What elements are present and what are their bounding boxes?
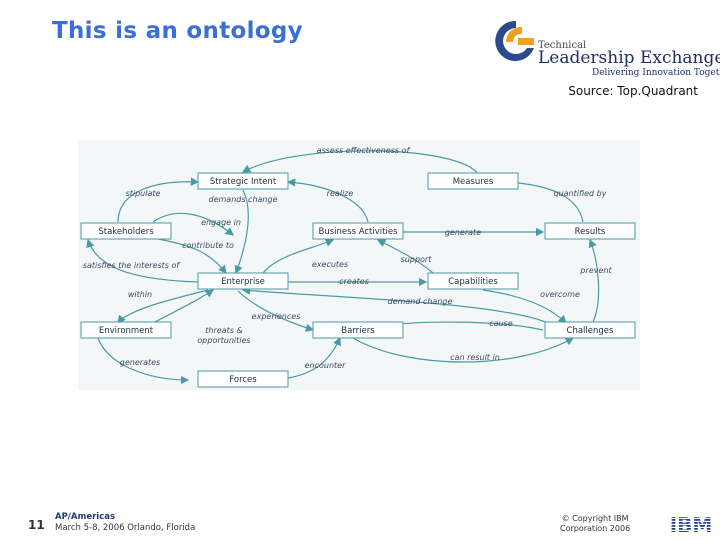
node-business-activities: Business Activities [319,227,399,237]
logo-text-tagline: Delivering Innovation Together [592,68,720,78]
edge-label-experiences: experiences [252,312,301,321]
edge-label-contribute-to: contribute to [182,241,234,250]
node-stakeholders: Stakeholders [98,227,154,237]
edge-label-quantified-by: quantified by [553,189,606,198]
edge-label-cause: cause [489,319,513,328]
node-forces: Forces [229,375,257,385]
node-measures: Measures [453,177,494,187]
edge-label-creates: creates [339,277,369,286]
edge-label-can-result-in: can result in [450,353,500,362]
node-enterprise: Enterprise [221,277,265,287]
node-barriers: Barriers [341,326,375,336]
ibm-logo: IBM [670,513,713,535]
node-results: Results [575,227,606,237]
edge-label-generate: generate [445,228,481,237]
edge-label-within: within [128,290,152,299]
edge-label-demand-change: demand change [388,297,453,306]
edge-label-overcome: overcome [540,290,580,299]
edge-label-realize: realize [327,189,354,198]
ontology-diagram: assess effectiveness of stipulate demand… [78,140,640,390]
logo-text-technical: Technical [538,40,587,51]
footer-event-name: AP/Americas [55,512,116,522]
edge-label-encounter: encounter [305,361,346,370]
node-challenges: Challenges [567,326,614,336]
copyright-line-1: © Copyright IBM [561,514,629,523]
node-strategic-intent: Strategic Intent [210,177,277,187]
edge-label-stipulate: stipulate [126,189,161,198]
edge-label-support: support [401,255,433,264]
edge-label-generates: generates [120,358,160,367]
edge-label-satisfies-the-interests-of: satisfies the interests of [83,261,181,270]
footer-copyright: © Copyright IBM Corporation 2006 [560,514,630,534]
footer-event-date: March 5-8, 2006 Orlando, Florida [55,523,196,533]
node-environment: Environment [99,326,154,336]
edge-label-threats-2: opportunities [197,336,250,345]
ibm-logo-text: IBM [670,513,713,535]
slide-number: 11 [28,518,45,532]
edge-label-demands-change: demands change [209,195,278,204]
edge-label-executes: executes [312,260,348,269]
node-capabilities: Capabilities [448,277,498,287]
tle-logo-mark [495,20,534,61]
edge-label-prevent: prevent [579,266,612,275]
footer-event: AP/Americas March 5-8, 2006 Orlando, Flo… [55,512,195,534]
slide-title: This is an ontology [52,18,303,44]
edge-label-threats-1: threats & [205,326,242,335]
copyright-line-2: Corporation 2006 [560,524,631,533]
edge-label-engage-in: engage in [201,218,241,227]
logo-text-leadership-exchange: Leadership Exchange [538,48,720,68]
tle-logo: Technical Leadership Exchange Delivering… [494,14,720,84]
edge-label-assess-effectiveness-of: assess effectiveness of [317,146,411,155]
source-caption: Source: Top.Quadrant [568,84,698,98]
